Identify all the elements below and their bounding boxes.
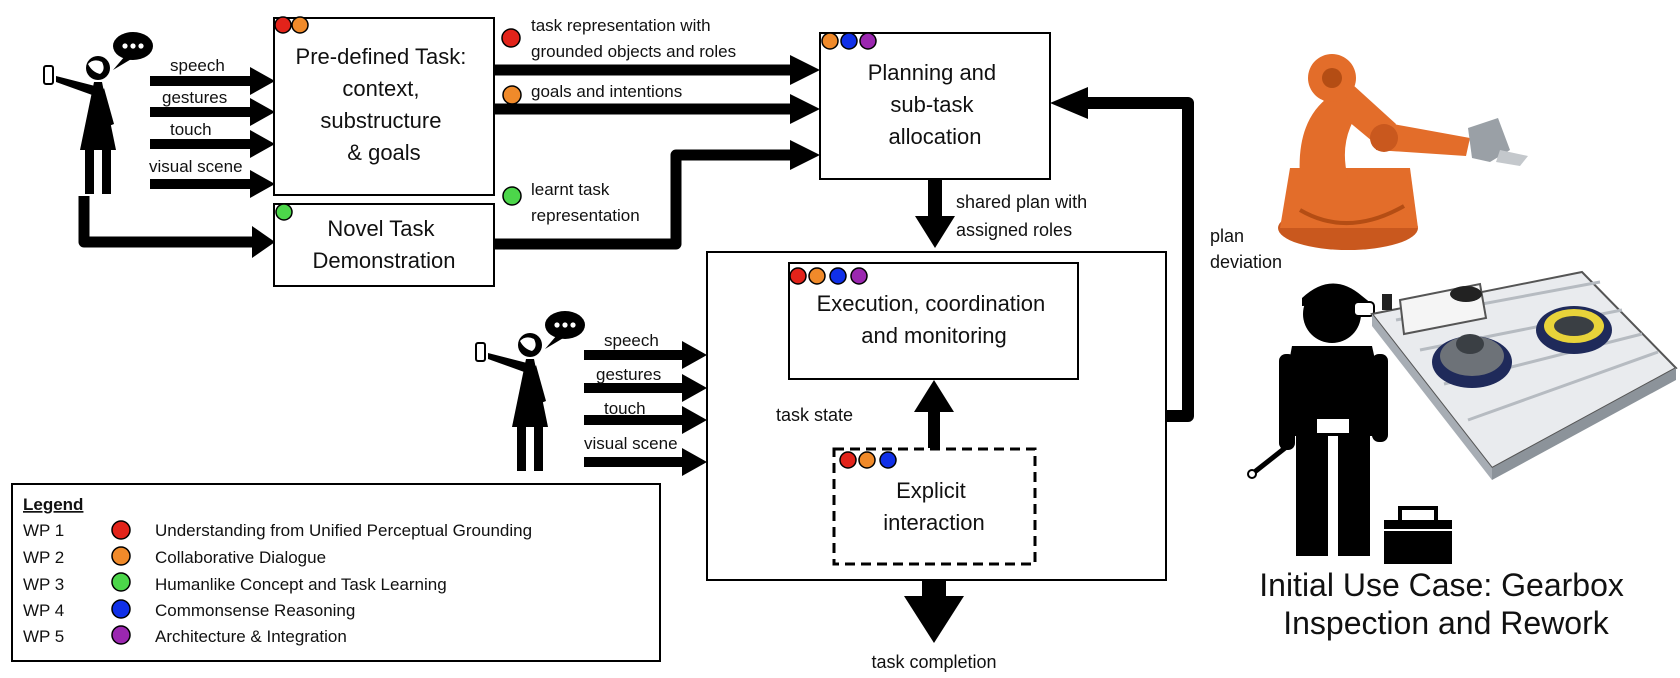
input-arrows-top: [150, 67, 275, 198]
wp2-dot: [858, 451, 876, 469]
learnt-representation-label: learnt task representation: [531, 180, 640, 225]
task-state-label: task state: [776, 405, 853, 425]
input-label-visual-scene: visual scene: [584, 434, 678, 453]
execution-label: Execution, coordination and monitoring: [817, 291, 1052, 348]
legend-item-wp2: WP 2 Collaborative Dialogue: [23, 546, 326, 567]
wp3-dot: [111, 572, 131, 592]
task-representation-label: task representation with grounded object…: [531, 16, 736, 61]
learnt-representation-arrow: [494, 149, 792, 250]
legend-title: Legend: [23, 495, 83, 514]
novel-task-label: Novel Task Demonstration: [312, 216, 455, 273]
svg-text:WP 3: WP 3: [23, 575, 64, 594]
input-label-touch: touch: [170, 120, 212, 139]
worker-icon: [1247, 283, 1452, 564]
person-icon: [475, 311, 585, 472]
input-label-gestures: gestures: [596, 365, 661, 384]
svg-text:Collaborative Dialogue: Collaborative Dialogue: [155, 548, 326, 567]
gearbox-workbench-icon: [1370, 270, 1678, 480]
input-label-speech: speech: [604, 331, 659, 350]
wp4-dot: [829, 267, 847, 285]
wp1-dot: [789, 267, 807, 285]
wp4-dot: [879, 451, 897, 469]
demonstration-arrow: [78, 196, 252, 248]
shared-plan-label: shared plan with assigned roles: [956, 192, 1092, 240]
wp4-dot: [111, 599, 131, 619]
wp1-dot: [501, 28, 521, 48]
legend-item-wp4: WP 4 Commonsense Reasoning: [23, 599, 355, 620]
input-label-gestures: gestures: [162, 88, 227, 107]
wp1-dot: [839, 451, 857, 469]
plan-deviation-arrow: [1086, 97, 1194, 422]
legend-item-wp1: WP 1 Understanding from Unified Perceptu…: [23, 520, 532, 540]
wp3-dot: [502, 186, 522, 206]
wp1-dot: [274, 16, 292, 34]
plan-deviation-label: plan deviation: [1210, 226, 1282, 272]
svg-text:WP 1: WP 1: [23, 521, 64, 540]
svg-text:Understanding from Unified Per: Understanding from Unified Perceptual Gr…: [155, 521, 532, 540]
svg-text:WP 4: WP 4: [23, 601, 64, 620]
wp5-dot: [850, 267, 868, 285]
svg-text:WP 5: WP 5: [23, 627, 64, 646]
wp5-dot: [111, 625, 131, 645]
svg-text:WP 2: WP 2: [23, 548, 64, 567]
legend-item-wp3: WP 3 Humanlike Concept and Task Learning: [23, 572, 447, 594]
predefined-task-label: Pre-defined Task: context, substructure …: [296, 44, 473, 165]
robot-arm-icon: [1278, 54, 1528, 250]
wp5-dot: [859, 32, 877, 50]
input-arrows-bottom: [584, 341, 707, 476]
wp4-dot: [840, 32, 858, 50]
wp3-dot: [275, 203, 293, 221]
planning-label: Planning and sub-task allocation: [868, 60, 1003, 149]
input-label-speech: speech: [170, 56, 225, 75]
explicit-interaction-label: Explicit interaction: [883, 478, 985, 535]
use-case-title: Initial Use Case: Gearbox Inspection and…: [1259, 567, 1633, 641]
planning-box: [819, 32, 1051, 180]
svg-text:Humanlike Concept and Task Lea: Humanlike Concept and Task Learning: [155, 575, 447, 594]
novel-task-box: [273, 203, 495, 287]
svg-text:Architecture & Integration: Architecture & Integration: [155, 627, 347, 646]
wp2-dot: [808, 267, 826, 285]
wp2-dot: [291, 16, 309, 34]
wp2-dot: [111, 546, 131, 566]
legend-item-wp5: WP 5 Architecture & Integration: [23, 625, 347, 646]
wp1-dot: [111, 520, 131, 540]
predefined-task-box: [273, 17, 495, 196]
task-completion-label: task completion: [871, 652, 996, 672]
wp2-dot: [821, 32, 839, 50]
person-icon: [43, 32, 153, 195]
input-label-visual-scene: visual scene: [149, 157, 243, 176]
legend-list: WP 1 Understanding from Unified Perceptu…: [23, 520, 532, 646]
wp2-dot: [502, 85, 522, 105]
svg-text:Commonsense Reasoning: Commonsense Reasoning: [155, 601, 355, 620]
input-label-touch: touch: [604, 399, 646, 418]
goals-intentions-label: goals and intentions: [531, 82, 682, 101]
